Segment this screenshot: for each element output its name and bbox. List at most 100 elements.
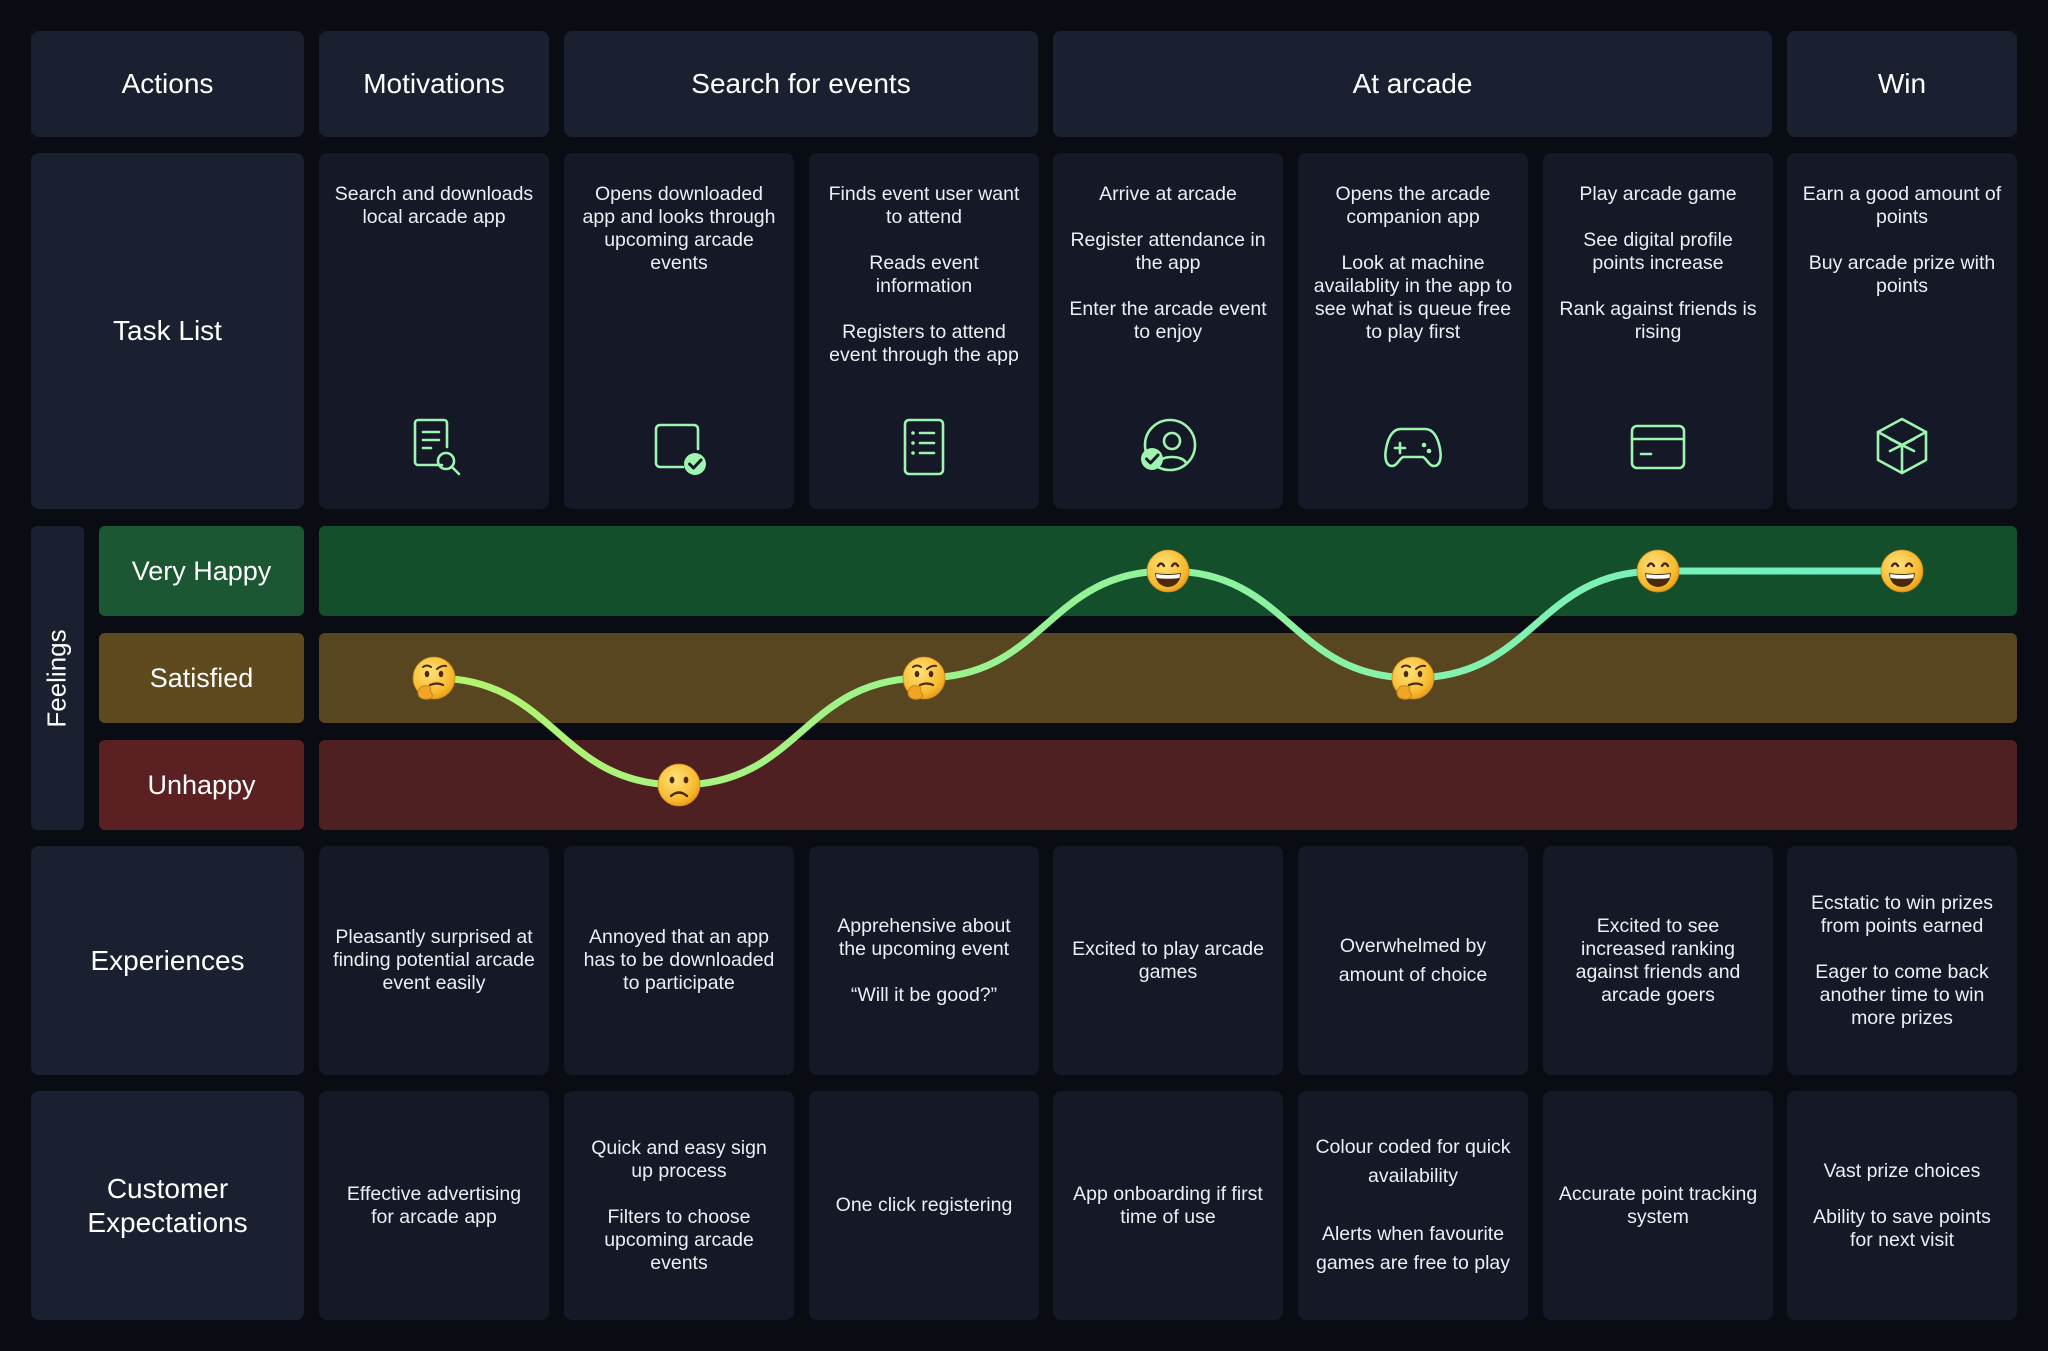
text-line: Effective advertising for arcade app bbox=[346, 1182, 522, 1228]
task-line: Registers to attend event through the ap… bbox=[829, 321, 1019, 366]
task-text: Search and downloads local arcade app bbox=[333, 183, 535, 229]
text-line: Pleasantly surprised at finding potentia… bbox=[333, 926, 535, 994]
experience-text: Annoyed that an app has to be downloaded… bbox=[564, 926, 794, 995]
level-satisfied: Satisfied bbox=[99, 633, 304, 723]
task-line: Search and downloads local arcade app bbox=[334, 183, 534, 228]
header-win-label: Win bbox=[1877, 68, 1927, 100]
level-very-happy: Very Happy bbox=[99, 526, 304, 616]
text-line: Quick and easy sign up process bbox=[591, 1136, 767, 1182]
expectation-cell: One click registering bbox=[809, 1091, 1039, 1320]
task-line: Earn a good amount of points bbox=[1802, 183, 2002, 228]
expectation-text: Effective advertising for arcade app bbox=[319, 1183, 549, 1229]
experience-text: Excited to play arcade games bbox=[1053, 938, 1283, 984]
text-line: Colour coded for quick availability bbox=[1315, 1136, 1511, 1187]
text-line: Alerts when favourite games are free to … bbox=[1315, 1223, 1511, 1274]
expectation-text: One click registering bbox=[822, 1194, 1027, 1217]
level-unhappy: Unhappy bbox=[99, 740, 304, 830]
feelings-curve-line bbox=[430, 567, 1906, 789]
text-line: Excited to play arcade games bbox=[1072, 937, 1264, 983]
cube-icon bbox=[1870, 415, 1934, 479]
text-line: Overwhelmed by amount of choice bbox=[1338, 934, 1488, 986]
expectation-text: Accurate point tracking system bbox=[1543, 1183, 1773, 1229]
header-arcade-label: At arcade bbox=[1352, 68, 1473, 100]
experience-text: Pleasantly surprised at finding potentia… bbox=[319, 926, 549, 995]
expectations-label: Customer Expectations bbox=[87, 1172, 248, 1238]
expectation-cell: App onboarding if first time of use bbox=[1053, 1091, 1283, 1320]
grinning-face-icon bbox=[1146, 549, 1190, 593]
text-line: “Will it be good?” bbox=[850, 983, 998, 1006]
task-line: Reads event information bbox=[869, 252, 979, 297]
task-line: Play arcade game bbox=[1579, 183, 1737, 205]
slightly-frowning-face-icon bbox=[657, 763, 701, 807]
task-line: See digital profile points increase bbox=[1583, 229, 1733, 274]
list-document-icon bbox=[892, 415, 956, 479]
task-text: Opens downloaded app and looks through u… bbox=[578, 183, 780, 275]
thinking-face-icon bbox=[1391, 656, 1435, 700]
header-search-for-events: Search for events bbox=[564, 31, 1038, 137]
task-line: Finds event user want to attend bbox=[828, 183, 1020, 228]
band-satisfied bbox=[319, 633, 2017, 723]
text-line: Vast prize choices bbox=[1823, 1159, 1981, 1182]
expectation-cell: Accurate point tracking system bbox=[1543, 1091, 1773, 1320]
experience-text: Excited to see increased ranking against… bbox=[1543, 915, 1773, 1007]
task-line: Register attendance in the app bbox=[1070, 229, 1266, 274]
task-line: Buy arcade prize with points bbox=[1808, 252, 1996, 297]
experience-cell: Excited to see increased ranking against… bbox=[1543, 846, 1773, 1075]
header-motivations-label: Motivations bbox=[363, 68, 505, 100]
row-label-task-list: Task List bbox=[31, 153, 304, 509]
task-line: Rank against friends is rising bbox=[1559, 298, 1757, 343]
header-win: Win bbox=[1787, 31, 2017, 137]
row-label-expectations: Customer Expectations bbox=[31, 1091, 304, 1320]
task-list-label: Task List bbox=[113, 315, 222, 347]
thinking-face-icon bbox=[902, 656, 946, 700]
row-label-experiences: Experiences bbox=[31, 846, 304, 1075]
task-line: Arrive at arcade bbox=[1099, 183, 1237, 205]
band-unhappy bbox=[319, 740, 2017, 830]
header-actions: Actions bbox=[31, 31, 304, 137]
square-check-icon bbox=[647, 415, 711, 479]
experiences-label: Experiences bbox=[90, 944, 245, 976]
feelings-side-label: Feelings bbox=[31, 526, 84, 830]
task-line: Look at machine availablity in the app t… bbox=[1313, 252, 1513, 343]
task-line: Opens the arcade companion app bbox=[1335, 183, 1491, 228]
task-cell: Search and downloads local arcade app bbox=[319, 153, 549, 509]
experience-text: Apprehensive about the upcoming event “Wi… bbox=[809, 915, 1039, 1007]
text-line: Ability to save points for next visit bbox=[1813, 1205, 1991, 1251]
text-line: Excited to see increased ranking against… bbox=[1575, 914, 1741, 1006]
experience-text: Overwhelmed by amount of choice bbox=[1298, 932, 1528, 990]
header-at-arcade: At arcade bbox=[1053, 31, 1772, 137]
gamepad-icon bbox=[1381, 415, 1445, 479]
experience-cell: Overwhelmed by amount of choice bbox=[1298, 846, 1528, 1075]
header-motivations: Motivations bbox=[319, 31, 549, 137]
task-line: Opens downloaded app and looks through u… bbox=[582, 183, 776, 274]
text-line: One click registering bbox=[835, 1194, 1013, 1216]
document-search-icon bbox=[402, 415, 466, 479]
text-line: Eager to come back another time to win m… bbox=[1815, 960, 1989, 1029]
experience-cell: Ecstatic to win prizes from points earne… bbox=[1787, 846, 2017, 1075]
text-line: Filters to choose upcoming arcade events bbox=[604, 1205, 754, 1274]
text-line: App onboarding if first time of use bbox=[1073, 1182, 1263, 1228]
experience-cell: Apprehensive about the upcoming event “Wi… bbox=[809, 846, 1039, 1075]
task-cell: Opens downloaded app and looks through u… bbox=[564, 153, 794, 509]
experience-cell: Pleasantly surprised at finding potentia… bbox=[319, 846, 549, 1075]
grinning-face-icon bbox=[1880, 549, 1924, 593]
experience-cell: Excited to play arcade games bbox=[1053, 846, 1283, 1075]
level-very-happy-label: Very Happy bbox=[131, 555, 272, 586]
experience-cell: Annoyed that an app has to be downloaded… bbox=[564, 846, 794, 1075]
text-line: Apprehensive about the upcoming event bbox=[837, 914, 1011, 960]
